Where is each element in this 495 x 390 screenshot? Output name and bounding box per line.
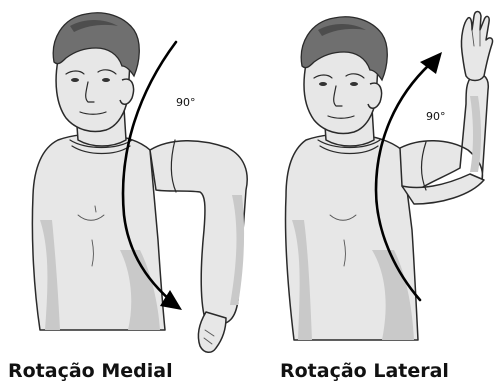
lateral-rotation-figure: 90° — [285, 12, 492, 341]
lateral-hand — [461, 12, 492, 81]
medial-angle-label: 90° — [176, 96, 196, 109]
medial-rotation-figure: 90° — [32, 13, 247, 352]
lateral-rotation-caption: Rotação Lateral — [280, 360, 449, 382]
medial-rotation-caption: Rotação Medial — [8, 360, 173, 382]
medial-hand — [198, 312, 226, 352]
lateral-angle-label: 90° — [426, 110, 446, 123]
